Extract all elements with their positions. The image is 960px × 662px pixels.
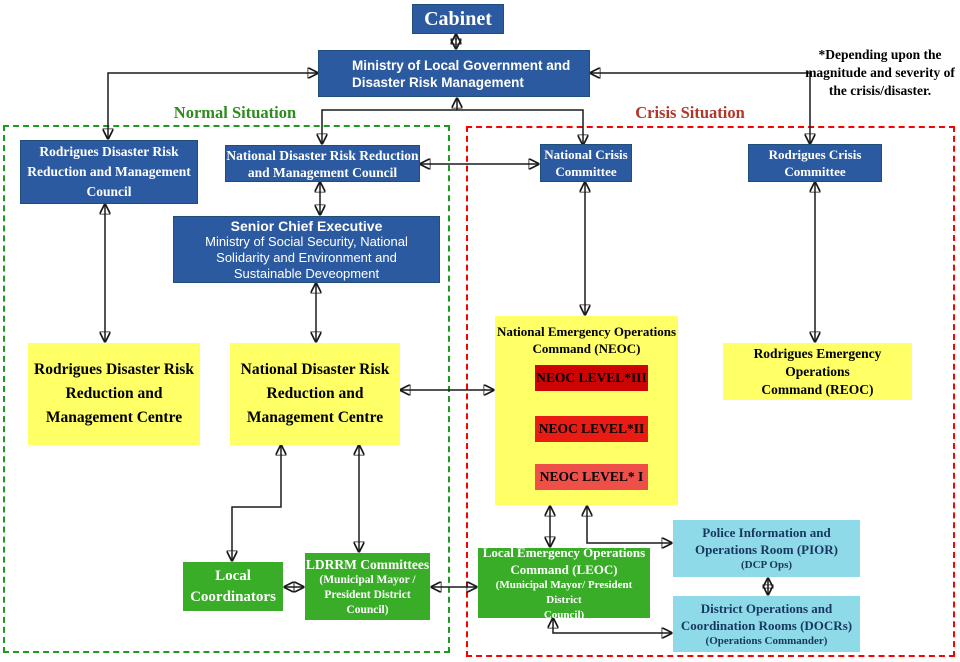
cabinet-label: Cabinet xyxy=(424,7,492,30)
neoc-level-3-box: NEOC LEVEL*III xyxy=(535,365,648,391)
ministry-line: Disaster Risk Management xyxy=(352,74,524,90)
box-line: National Disaster Risk Reduction xyxy=(226,147,419,163)
box-line: (Operations Commander) xyxy=(705,634,828,647)
ldrrm-committees-box: LDRRM Committees (Municipal Mayor / Pres… xyxy=(305,553,430,620)
ministry-line: Ministry of Local Government and xyxy=(352,57,571,73)
box-line: District Operations and xyxy=(700,600,833,616)
box-line: and Management Council xyxy=(247,164,398,180)
national-crisis-committee-box: National Crisis Committee xyxy=(540,144,632,182)
box-line: Ministry of Social Security, National xyxy=(205,233,408,249)
box-line: Coordinators xyxy=(190,588,276,605)
neoc-level-label: NEOC LEVEL*III xyxy=(536,370,647,385)
box-title: Senior Chief Executive xyxy=(230,217,383,234)
box-line: Reduction and xyxy=(65,385,163,402)
box-line: Rodrigues Emergency Operations xyxy=(753,345,882,379)
box-title: LDRRM Committees xyxy=(305,556,430,572)
box-line: Solidarity and Environment and xyxy=(216,249,397,265)
neoc-container-box: National Emergency Operations Command (N… xyxy=(495,316,678,505)
pior-box: Police Information and Operations Room (… xyxy=(673,520,860,577)
box-line: Rodrigues Disaster Risk xyxy=(39,144,179,159)
box-line: Management Centre xyxy=(45,409,183,426)
box-line: Police Information and xyxy=(702,525,831,540)
box-line: Local xyxy=(215,567,251,584)
box-line: Rodrigues Disaster Risk xyxy=(34,361,194,378)
box-line: (Municipal Mayor/ President District xyxy=(495,578,633,606)
box-line: Command (LEOC) xyxy=(510,561,618,577)
reoc-box: Rodrigues Emergency Operations Command (… xyxy=(723,343,912,400)
crisis-dependency-note: *Depending upon the magnitude and severi… xyxy=(798,46,960,100)
neoc-level-label: NEOC LEVEL* I xyxy=(539,469,644,484)
box-line: Command (NEOC) xyxy=(532,341,641,356)
box-line: (Municipal Mayor / xyxy=(319,573,416,586)
box-line: Coordination Rooms (DOCRs) xyxy=(680,617,853,633)
box-line: Committee xyxy=(555,164,617,179)
box-line: Council xyxy=(86,184,132,199)
national-drrm-council-box: National Disaster Risk Reduction and Man… xyxy=(225,145,420,182)
box-line: Operations Room (PIOR) xyxy=(695,542,838,557)
ministry-box: Ministry of Local Government and Disaste… xyxy=(318,50,590,97)
box-line: Reduction and Management xyxy=(27,164,191,179)
neoc-title: National Emergency Operations Command (N… xyxy=(495,316,678,357)
box-line: Council) xyxy=(543,608,585,621)
cabinet-box: Cabinet xyxy=(412,4,504,34)
box-line: Local Emergency Operations xyxy=(482,544,646,560)
senior-chief-executive-box: Senior Chief Executive Ministry of Socia… xyxy=(173,216,440,283)
rodrigues-crisis-committee-box: Rodrigues Crisis Committee xyxy=(748,144,882,182)
note-line: *Depending upon the xyxy=(818,47,942,62)
crisis-situation-label: Crisis Situation xyxy=(635,103,745,122)
box-line: Committee xyxy=(784,164,846,179)
box-line: National Emergency Operations xyxy=(496,324,677,339)
box-line: National Crisis xyxy=(544,147,628,162)
rodrigues-drrm-council-box: Rodrigues Disaster Risk Reduction and Ma… xyxy=(20,140,198,204)
box-line: Management Centre xyxy=(246,409,384,426)
neoc-level-2-box: NEOC LEVEL*II xyxy=(535,416,648,442)
box-line: Reduction and xyxy=(266,385,364,402)
leoc-box: Local Emergency Operations Command (LEOC… xyxy=(478,545,650,621)
note-line: the crisis/disaster. xyxy=(828,83,932,98)
local-coordinators-box: Local Coordinators xyxy=(183,562,283,611)
docrs-box: District Operations and Coordination Roo… xyxy=(673,596,860,652)
box-line: National Disaster Risk xyxy=(240,361,390,378)
neoc-level-1-box: NEOC LEVEL* I xyxy=(535,464,648,490)
box-line: Rodrigues Crisis xyxy=(768,147,862,162)
box-line: President District Council) xyxy=(324,588,411,616)
national-drrm-centre-box: National Disaster Risk Reduction and Man… xyxy=(230,343,400,445)
note-line: magnitude and severity of xyxy=(805,65,955,80)
normal-situation-label: Normal Situation xyxy=(173,103,297,122)
box-line: Sustainable Deveopment xyxy=(233,265,380,281)
rodrigues-drrm-centre-box: Rodrigues Disaster Risk Reduction and Ma… xyxy=(28,343,200,445)
neoc-level-label: NEOC LEVEL*II xyxy=(538,421,645,436)
box-line: Command (REOC) xyxy=(761,381,874,397)
box-line: (DCP Ops) xyxy=(740,559,793,571)
